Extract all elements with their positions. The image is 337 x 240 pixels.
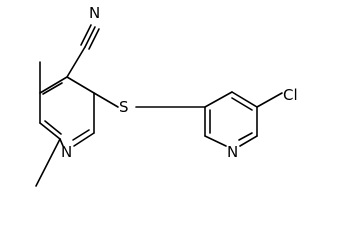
bond-n1-c2 [73,132,95,147]
nitrile-group [66,24,100,78]
bond-c6-cl [256,92,283,108]
right-pyridine-ring [204,91,258,147]
bond-c2-s [93,92,119,108]
bond-c3-cn [66,46,86,78]
sulfur-label: S [119,98,129,116]
triple-bond-line-1 [84,26,96,48]
bond-c5-c6-inner [44,120,62,135]
bond-r-c6-n [239,135,258,147]
bond-c5-c6 [39,122,61,140]
bond-c3-c2 [66,76,95,94]
left-pyridine-ring [39,76,95,147]
bond-c4-c4-inner [42,82,63,95]
triple-bond-line-3 [88,28,100,50]
left-ring-nitrogen-label: N [61,143,72,161]
nitrile-nitrogen-label: N [89,4,100,22]
bond-c3-c4 [39,76,68,94]
bond-r-c3-c4 [204,91,233,108]
methyl-bond-lower [35,138,61,187]
bond-r-n-c2 [204,135,227,147]
bond-n1-c2-inner [72,129,90,141]
bond-r-c4-c5-inner [231,97,253,111]
chemical-structure-diagram: N N S N Cl [35,4,298,187]
chlorine-label: Cl [283,86,298,104]
triple-bond-line-2 [80,24,92,46]
bond-r-c4-c5 [231,91,258,108]
bond-c6-n1 [59,138,64,147]
right-ring-nitrogen-label: N [227,143,238,161]
bond-r-c6-n-inner [238,132,253,141]
